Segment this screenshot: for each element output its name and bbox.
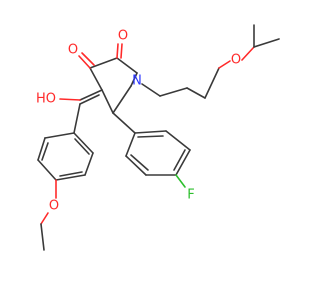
- bond: [84, 152, 94, 176]
- bond: [59, 171, 83, 177]
- bond: [37, 159, 57, 181]
- bond: [173, 149, 186, 171]
- bond: [218, 60, 231, 69]
- bond: [37, 137, 46, 161]
- bond: [141, 83, 161, 97]
- bond: [253, 38, 280, 48]
- bond: [165, 130, 191, 151]
- ethoxyphenyl-ring: [37, 103, 94, 251]
- bond: [130, 72, 138, 87]
- isopropoxypropyl-chain: [141, 24, 280, 99]
- bond: [73, 103, 81, 134]
- fluorophenyl-ring: [112, 112, 191, 188]
- bond: [41, 142, 49, 161]
- atom-label-ether-oxygen: O: [231, 53, 241, 68]
- bond: [116, 43, 119, 59]
- bond: [55, 174, 86, 181]
- bond: [79, 89, 103, 101]
- bond: [130, 154, 149, 171]
- bond: [112, 85, 132, 114]
- atom-label-amide-oxygen: O: [118, 29, 128, 44]
- chemical-structure-diagram: O O N O HO O F: [36, 24, 280, 251]
- bond: [101, 89, 114, 114]
- bond: [175, 149, 191, 176]
- bond: [125, 155, 147, 176]
- bond: [241, 46, 255, 61]
- atom-label-ketone-oxygen: O: [68, 43, 78, 58]
- bond: [89, 67, 103, 91]
- bond: [175, 174, 186, 188]
- bond: [79, 94, 100, 105]
- bond: [59, 98, 81, 101]
- atom-label-ethoxy-oxygen: O: [49, 199, 59, 214]
- atom-label-fluorine: F: [187, 188, 194, 203]
- bond: [159, 87, 188, 97]
- carbonyl-bonds: [78, 43, 123, 69]
- bond: [74, 138, 90, 155]
- bond: [120, 43, 123, 59]
- bond: [78, 55, 91, 69]
- bond: [116, 57, 138, 74]
- atom-label-hydroxy: HO: [36, 92, 56, 107]
- bond: [40, 223, 45, 251]
- bond: [186, 87, 206, 99]
- bond: [204, 67, 220, 99]
- bond: [134, 130, 167, 134]
- bond: [112, 112, 136, 134]
- bond: [137, 135, 164, 138]
- bond: [40, 212, 49, 225]
- enol-group: [59, 89, 103, 105]
- bond: [89, 57, 118, 69]
- pyrrolidine-ring: [89, 57, 138, 114]
- bond: [125, 132, 136, 157]
- bond: [44, 132, 75, 139]
- bond: [81, 52, 95, 66]
- bond: [73, 132, 94, 154]
- atom-label-ring-nitrogen: N: [132, 74, 142, 89]
